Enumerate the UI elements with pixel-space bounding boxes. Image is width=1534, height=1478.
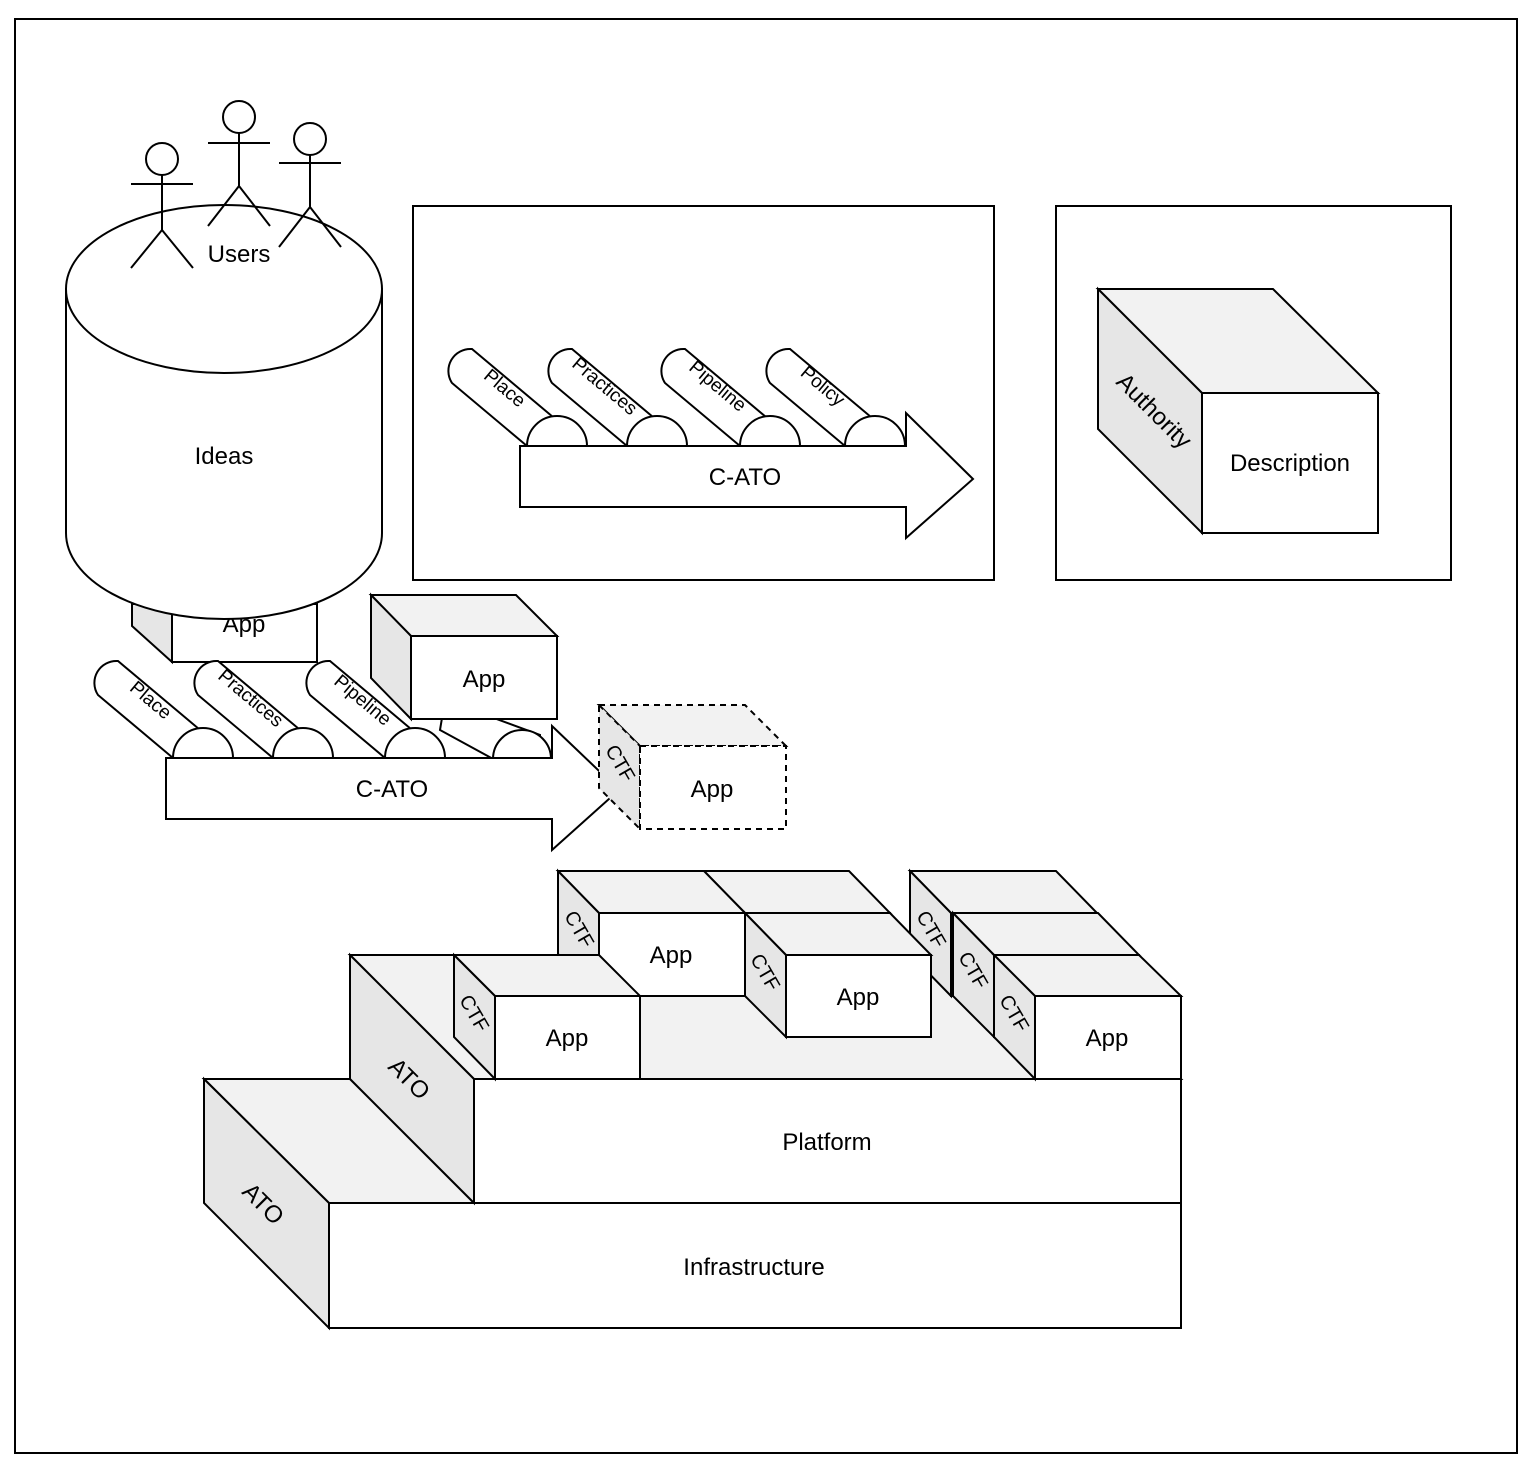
cato-label: C-ATO bbox=[356, 776, 428, 803]
stack-group: ATO Infrastructure ATO Platform CTF bbox=[201, 868, 1184, 1331]
cato-arrow bbox=[165, 723, 621, 853]
actor-icon bbox=[278, 122, 342, 248]
legend-authority-group: Authority Description bbox=[1055, 205, 1452, 581]
legend-cube-front bbox=[1201, 392, 1379, 534]
legend-roller-place: Place bbox=[447, 347, 589, 453]
app-label-3: App bbox=[1086, 1025, 1129, 1052]
legend-roller-policy: Policy bbox=[765, 347, 907, 453]
legend-cato-arrow bbox=[519, 410, 975, 541]
app-box-middle bbox=[742, 910, 934, 1040]
infrastructure-front bbox=[328, 1202, 1182, 1329]
app-box-front-right bbox=[991, 952, 1184, 1082]
app-delivered bbox=[596, 702, 789, 832]
legend-pipeline-group: Policy Pipeline Practices Place C-ATO bbox=[412, 205, 995, 581]
infrastructure-block bbox=[201, 1076, 1182, 1331]
actor-icon bbox=[207, 100, 271, 227]
platform-front bbox=[473, 1078, 1182, 1204]
ideas-cylinder-top bbox=[65, 204, 383, 374]
app-label-2: App bbox=[837, 984, 880, 1011]
ideas-label: Ideas bbox=[195, 443, 254, 470]
app-box-on-pipeline: App bbox=[368, 592, 560, 722]
legend-description-label: Description bbox=[1230, 450, 1350, 477]
legend-cato-label: C-ATO bbox=[709, 464, 781, 491]
app-box-front-left bbox=[451, 952, 643, 1082]
actor-icon bbox=[130, 142, 194, 269]
platform-label: Platform bbox=[782, 1129, 871, 1156]
app-box-back-left bbox=[555, 868, 748, 999]
infrastructure-label: Infrastructure bbox=[683, 1254, 824, 1281]
app-label-1: App bbox=[650, 942, 693, 969]
ideas-cylinder-body bbox=[65, 288, 383, 620]
ideas-group: Ideas Users bbox=[65, 100, 383, 620]
app-label-0: App bbox=[546, 1025, 589, 1052]
app-label-on-pipeline: App bbox=[463, 666, 506, 693]
pipeline-group: App Pipeline Practices Place bbox=[93, 592, 789, 853]
users-label: Users bbox=[208, 241, 271, 268]
app-label-delivered: App bbox=[691, 776, 734, 803]
